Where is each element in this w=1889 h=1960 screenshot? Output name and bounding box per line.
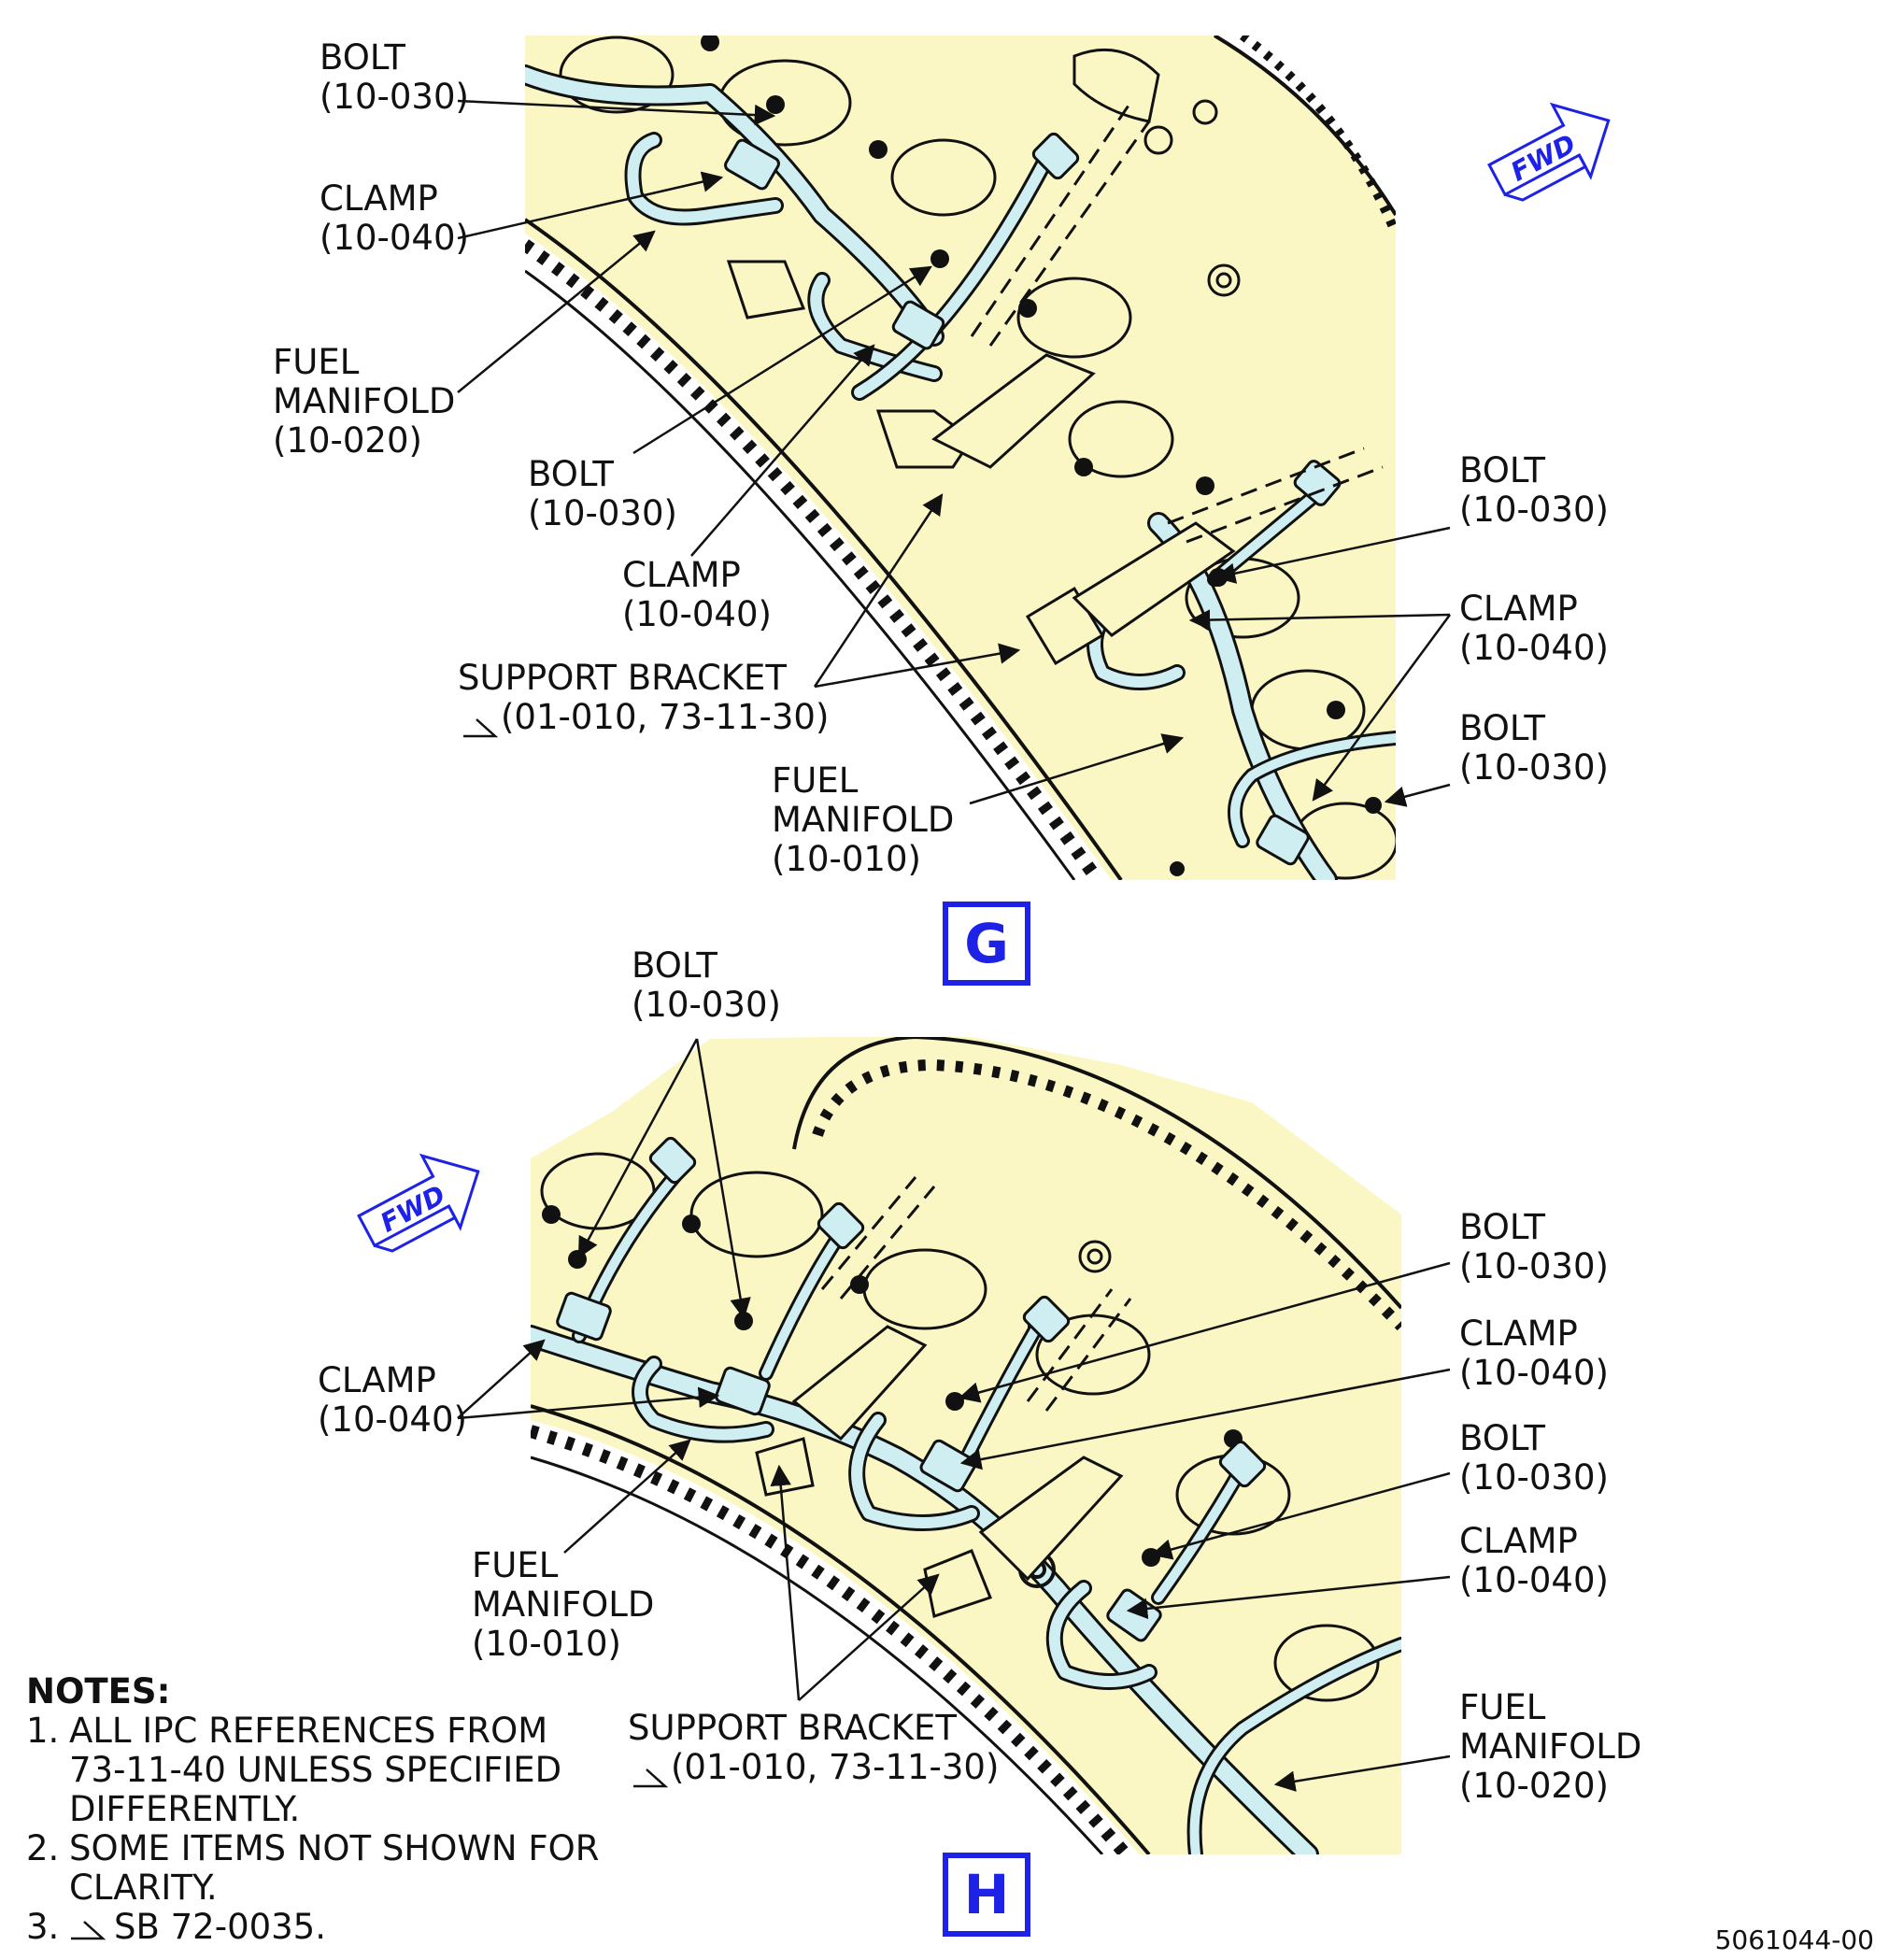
note-text: SOME ITEMS NOT SHOWN FOR CLARITY. bbox=[69, 1828, 600, 1908]
view-letter-h-text: H bbox=[964, 1863, 1010, 1926]
g-label-fuel-manifold-2-ref: (10-010) bbox=[772, 839, 921, 879]
view-g-illustration bbox=[525, 36, 1396, 880]
fwd-arrow-h: FWD bbox=[357, 1153, 480, 1253]
note-item: 3. SB 72-0035. bbox=[26, 1908, 605, 1947]
g-label-clamp-3-ref: (10-040) bbox=[1459, 628, 1609, 668]
note-number: 2. bbox=[26, 1828, 60, 1868]
g-label-support-bracket: SUPPORT BRACKET bbox=[458, 658, 787, 698]
note-text-content: SB 72-0035. bbox=[114, 1907, 326, 1947]
h-label-clamp-2-ref: (10-040) bbox=[1459, 1353, 1609, 1393]
h-label-support-bracket: SUPPORT BRACKET bbox=[628, 1708, 957, 1748]
g-label-bolt-3-ref: (10-030) bbox=[1459, 490, 1609, 530]
g-label-fuel-manifold-1-ref: (10-020) bbox=[273, 420, 422, 461]
view-letter-g-text: G bbox=[964, 912, 1009, 975]
note-item: 1. ALL IPC REFERENCES FROM 73-11-40 UNLE… bbox=[26, 1711, 605, 1829]
g-label-clamp-2: CLAMP bbox=[622, 555, 741, 595]
g-label-bolt-4: BOLT bbox=[1459, 708, 1545, 748]
h-sb-effectivity-icon bbox=[633, 1768, 669, 1788]
h-label-bolt-2: BOLT bbox=[1459, 1207, 1545, 1247]
g-label-bolt-2-ref: (10-030) bbox=[528, 493, 677, 533]
view-h-callouts bbox=[457, 1038, 1451, 1792]
h-label-fuel-manifold-2-ref: (10-020) bbox=[1459, 1766, 1609, 1806]
g-label-bolt-3: BOLT bbox=[1459, 450, 1545, 490]
h-label-bolt-2-ref: (10-030) bbox=[1459, 1246, 1609, 1286]
view-g-callouts bbox=[457, 99, 1452, 807]
h-label-clamp-1-ref: (10-040) bbox=[318, 1399, 467, 1440]
notes-title: NOTES: bbox=[26, 1671, 171, 1711]
h-label-clamp-3-ref: (10-040) bbox=[1459, 1560, 1609, 1600]
note-number: 1. bbox=[26, 1711, 60, 1751]
h-label-bolt-3: BOLT bbox=[1459, 1418, 1545, 1458]
g-label-clamp-3: CLAMP bbox=[1459, 589, 1578, 629]
h-label-bolt-1-ref: (10-030) bbox=[632, 985, 781, 1025]
notes-block: NOTES: 1. ALL IPC REFERENCES FROM 73-11-… bbox=[26, 1672, 605, 1947]
g-label-bolt-2: BOLT bbox=[528, 454, 614, 494]
g-label-clamp-1-ref: (10-040) bbox=[320, 218, 469, 258]
note-number: 3. bbox=[26, 1907, 60, 1947]
view-letter-h: H bbox=[943, 1853, 1030, 1937]
g-label-clamp-2-ref: (10-040) bbox=[622, 594, 772, 634]
h-label-fuel-manifold-1-ref: (10-010) bbox=[472, 1624, 621, 1664]
view-letter-g: G bbox=[943, 902, 1030, 986]
h-label-clamp-1: CLAMP bbox=[318, 1360, 436, 1400]
g-label-bolt-1: BOLT bbox=[320, 37, 405, 78]
note-item: 2. SOME ITEMS NOT SHOWN FOR CLARITY. bbox=[26, 1829, 605, 1908]
note-text: SB 72-0035. bbox=[69, 1908, 605, 1947]
document-number: 5061044-00 bbox=[1714, 1924, 1874, 1955]
g-label-support-bracket-ref: (01-010, 73-11-30) bbox=[501, 697, 829, 737]
h-label-clamp-3: CLAMP bbox=[1459, 1521, 1578, 1561]
fwd-arrow-g: FWD bbox=[1487, 102, 1611, 202]
h-label-clamp-2: CLAMP bbox=[1459, 1314, 1578, 1354]
g-label-bolt-4-ref: (10-030) bbox=[1459, 747, 1609, 788]
g-label-bolt-1-ref: (10-030) bbox=[320, 77, 469, 117]
h-label-bolt-1: BOLT bbox=[632, 945, 717, 986]
h-label-bolt-3-ref: (10-030) bbox=[1459, 1457, 1609, 1498]
sb-effectivity-icon bbox=[71, 1921, 107, 1940]
g-label-clamp-1: CLAMP bbox=[320, 178, 438, 219]
g-sb-effectivity-icon bbox=[463, 718, 499, 738]
note-text: ALL IPC REFERENCES FROM 73-11-40 UNLESS … bbox=[69, 1711, 562, 1829]
h-label-support-bracket-ref: (01-010, 73-11-30) bbox=[671, 1747, 999, 1787]
